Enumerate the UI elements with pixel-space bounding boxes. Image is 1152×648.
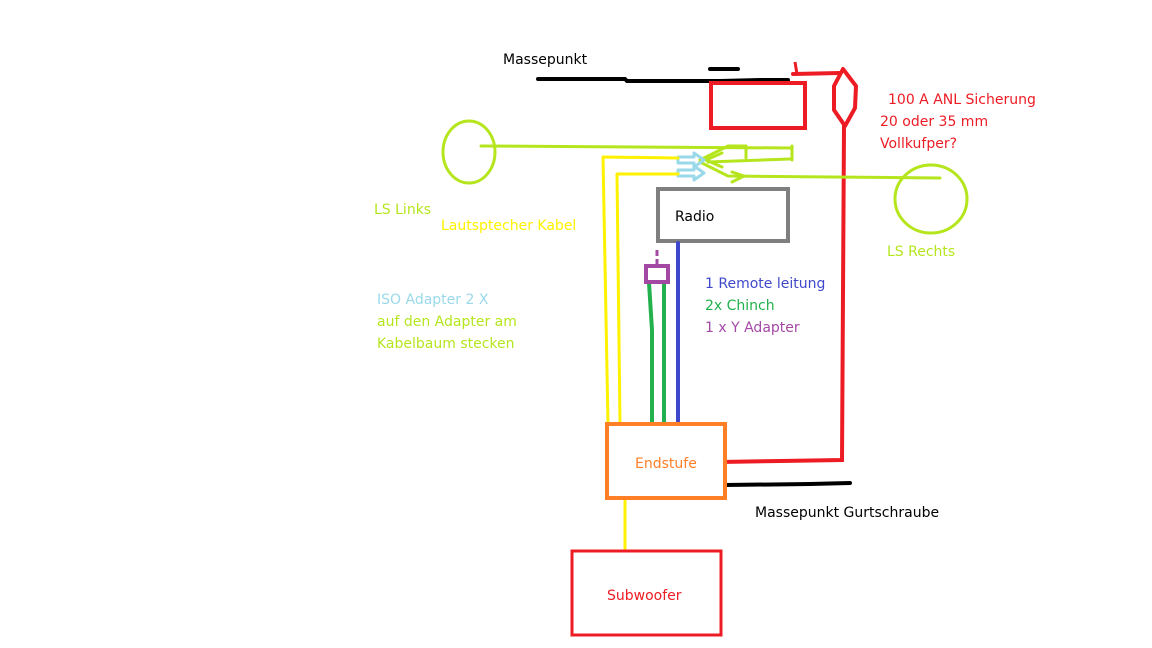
loudspeaker-cables	[601, 155, 680, 555]
massepunkt-bottom-label: Massepunkt Gurtschraube	[755, 505, 940, 521]
speaker-left	[441, 119, 497, 185]
fuse-label-line2: 20 oder 35 mm	[880, 114, 989, 130]
power-wire-main	[718, 124, 846, 464]
speaker-right	[893, 163, 969, 235]
radio-label: Radio	[675, 209, 715, 225]
ground-wire-top	[536, 67, 790, 83]
y-adapter-label: 1 x Y Adapter	[705, 320, 800, 336]
speaker-cables	[479, 144, 942, 184]
power-wire-top	[791, 71, 842, 76]
iso-adapter-label: ISO Adapter 2 X	[377, 292, 489, 308]
iso-instruction-line1: auf den Adapter am	[377, 314, 517, 330]
anl-fuse	[832, 67, 858, 128]
lautsprecher-kabel-label: Lautsptecher Kabel	[441, 218, 577, 234]
massepunkt-top-label: Massepunkt	[503, 52, 588, 68]
remote-label: 1 Remote leitung	[705, 276, 826, 292]
ground-wire-bottom	[723, 481, 852, 487]
iso-instruction-line2: Kabelbaum stecken	[377, 336, 515, 352]
y-adapter	[644, 264, 670, 284]
subwoofer-box	[570, 549, 723, 637]
iso-adapter-icons	[676, 151, 706, 182]
chinch-wires	[647, 281, 666, 426]
ls-rechts-label: LS Rechts	[887, 244, 956, 260]
endstufe-label: Endstufe	[635, 456, 697, 472]
radio-box	[656, 187, 790, 243]
chinch-label: 2x Chinch	[705, 298, 775, 314]
subwoofer-label: Subwoofer	[607, 588, 682, 604]
fuse-label-line3: Vollkufper?	[880, 136, 957, 152]
fuse-label-line1: 100 A ANL Sicherung	[888, 92, 1036, 108]
ls-links-label: LS Links	[374, 202, 432, 218]
endstufe-box	[605, 422, 727, 500]
power-wire-tick	[793, 61, 799, 75]
battery-block	[709, 81, 807, 130]
